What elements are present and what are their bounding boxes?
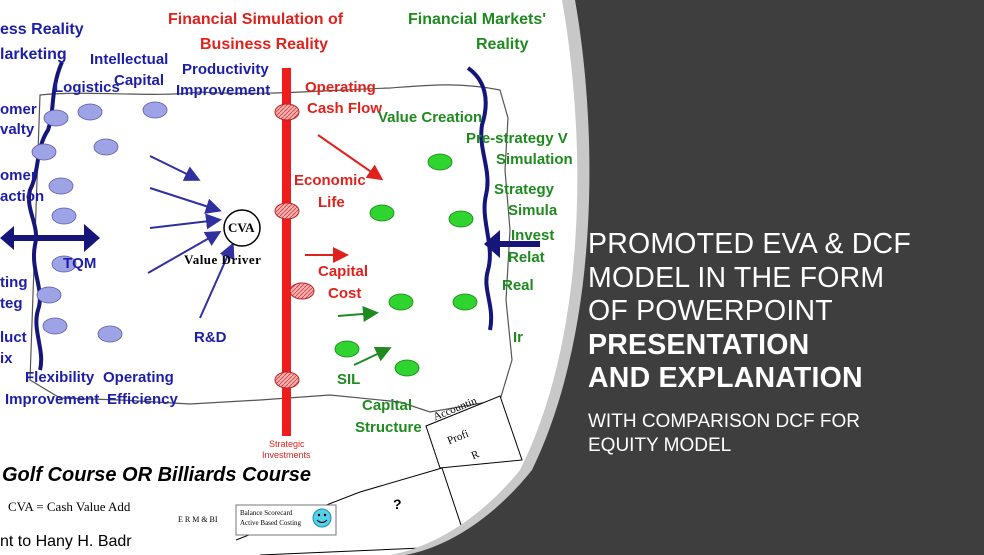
blue-nodes [31, 101, 168, 343]
pre-strategy-label-line2: Simulation [496, 151, 573, 168]
strategic-label-line1: Strategic [269, 439, 305, 449]
flexibility-label-line1: Flexibility [25, 369, 95, 386]
capital-cost-label-line2: Cost [328, 285, 362, 302]
left-double-arrow [0, 224, 100, 252]
accounting-box [425, 395, 523, 469]
green-nodes [334, 153, 478, 377]
title-line-1: PROMOTED EVA & DCF [588, 228, 911, 260]
center-header-line2: Business Reality [200, 36, 329, 53]
credit-text: nt to Hany H. Badr [0, 533, 132, 550]
red-arrows [305, 134, 384, 263]
intellectual-label-line2: Capital [114, 72, 165, 89]
left-header-line2: larketing [0, 46, 67, 63]
product-label-line2: ix [0, 350, 13, 367]
right-header-line1: Financial Markets' [408, 11, 547, 28]
strategy-label-line1: Strategy [494, 181, 555, 198]
field-outline [29, 84, 513, 413]
economic-label-line1: Economic [294, 172, 366, 189]
dark-panel [405, 0, 984, 555]
strategy-label-line2: teg [0, 295, 23, 312]
product-label-line1: luct [0, 329, 27, 346]
investor-label-line2: Relat [508, 249, 545, 266]
capital-cost-label-line1: Capital [318, 263, 369, 280]
title-line-2: MODEL IN THE FORM [588, 261, 885, 294]
cva-text: CVA [228, 220, 255, 235]
tqm-label: TQM [63, 255, 97, 272]
rd-label: R&D [194, 329, 227, 346]
title-line-3: OF POWERPOINT [588, 295, 833, 327]
cva-definition: CVA = Cash Value Add [8, 499, 131, 514]
cash-flow-label-line2: Cash Flow [307, 100, 383, 117]
green-arrows [337, 305, 392, 366]
sil-label: SIL [337, 371, 361, 388]
title-line-4: PRESENTATION [588, 328, 810, 361]
cva-circle [223, 209, 261, 247]
capital-structure-line1: Capital [362, 397, 413, 414]
erm-label: E R M & BI [178, 515, 218, 524]
satisfaction-label-line2: action [0, 188, 45, 205]
ir-label: Ir [513, 329, 524, 346]
efficiency-label-line2: Efficiency [107, 391, 178, 408]
efficiency-label-line1: Operating [103, 369, 174, 386]
investor-label-line1: Invest [511, 227, 555, 244]
intellectual-label-line1: Intellectual [90, 51, 169, 68]
loyalty-label-line2: valty [0, 121, 35, 138]
course-title: Golf Course OR Billiards Course [2, 464, 311, 486]
real-label: Real [502, 277, 534, 294]
scorecard-line1: Balance Scorecard [240, 509, 293, 517]
subtitle-line-2: EQUITY MODEL [588, 434, 732, 456]
value-driver-label: Value Driver [184, 252, 262, 267]
subtitle: WITH COMPARISON DCF FOR EQUITY MODEL [588, 410, 968, 458]
red-nodes [274, 103, 315, 389]
title-line-5: AND EXPLANATION [588, 362, 863, 394]
right-arrow [484, 230, 540, 258]
red-bar [282, 68, 291, 436]
logistics-label: Logistics [54, 79, 120, 96]
value-creation-label: Value Creation [378, 109, 483, 126]
productivity-label-line2: Improvement [176, 82, 271, 99]
loyalty-label-line1: omer [0, 101, 37, 118]
economic-label-line2: Life [318, 194, 345, 211]
right-boundary-line [466, 66, 494, 331]
main-title: PROMOTED EVA & DCF MODEL IN THE FORM OF … [588, 228, 968, 396]
left-header-line1: ess Reality [0, 21, 84, 38]
scorecard-line2: Active Based Costing [240, 519, 302, 527]
satisfaction-label-line1: omer [0, 167, 37, 184]
cash-flow-label-line1: Operating [305, 79, 376, 96]
productivity-label-line1: Productivity [182, 61, 269, 78]
capital-structure-line2: Structure [355, 419, 422, 436]
value-driver-arrows [147, 155, 235, 319]
subtitle-line-1: WITH COMPARISON DCF FOR [588, 410, 860, 432]
center-header-line1: Financial Simulation of [168, 11, 344, 28]
strategy-label-line1: ting [0, 274, 28, 291]
strategic-label-line2: Investments [262, 450, 311, 460]
slide-title-block: PROMOTED EVA & DCF MODEL IN THE FORM OF … [588, 228, 968, 458]
strategy-label-line2: Simula [508, 202, 558, 219]
pre-strategy-label-line1: Pre-strategy V [466, 130, 568, 147]
right-header-line2: Reality [476, 36, 529, 53]
flexibility-label-line2: Improvement [5, 391, 100, 408]
smiley-icon [312, 508, 332, 528]
question-mark: ? [393, 496, 402, 512]
